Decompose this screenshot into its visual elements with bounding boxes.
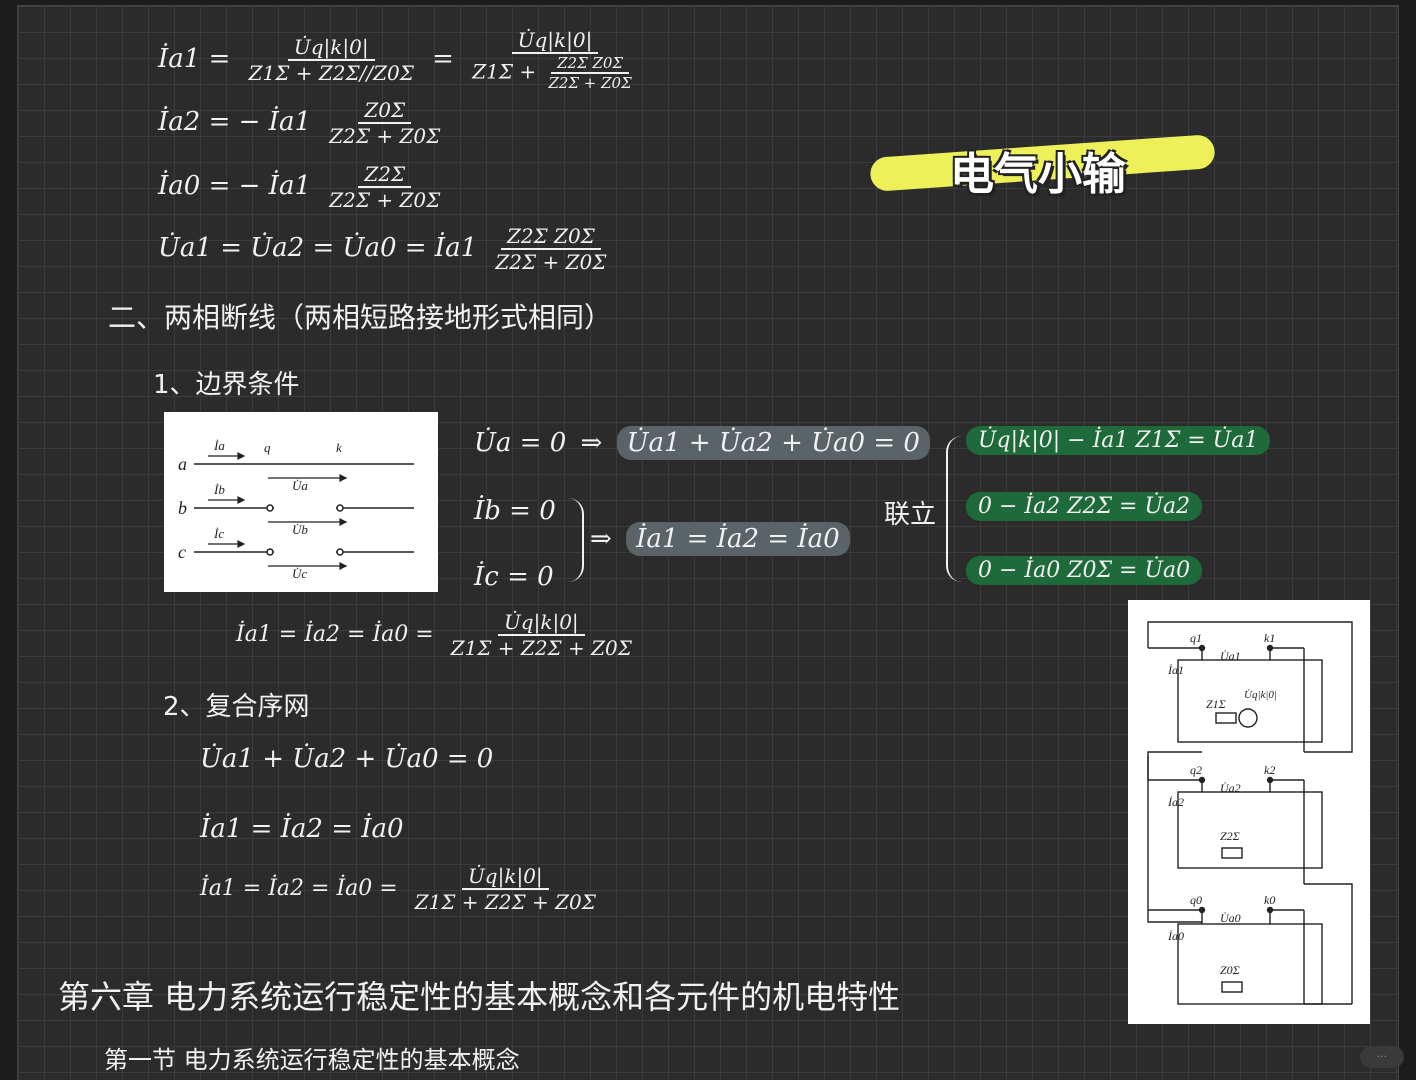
cond-ic: İc = 0 (474, 562, 554, 592)
section-heading: 二、两相断线（两相短路接地形式相同） (108, 301, 613, 334)
block1-z: Z1Σ (1206, 697, 1226, 711)
block1-u: U̇a1 (1220, 649, 1241, 663)
block2-i: İa2 (1167, 795, 1184, 809)
block3-u: U̇a0 (1220, 911, 1241, 925)
block3-k: k0 (1264, 893, 1275, 907)
fault-circuit-figure: a b c İa İb İc U̇a U̇b U̇c q k (164, 412, 438, 592)
block2-z: Z2Σ (1220, 829, 1240, 843)
composite-network-figure: q1 k1 U̇a1 İa1 Z1Σ U̇q|k|0| q2 k2 U̇a2 İ… (1128, 600, 1370, 1024)
net-eq-1: U̇a1 + U̇a2 + U̇a0 = 0 (200, 744, 494, 774)
block1-i: İa1 (1167, 663, 1184, 677)
current-c-label: İc (213, 526, 224, 541)
eq-ia1: İa1 = U̇q|k|0|Z1Σ + Z2Σ//Z0Σ = U̇q|k|0| … (158, 28, 632, 92)
block2-k: k2 (1264, 763, 1275, 777)
right-brace (568, 498, 584, 582)
block2-q: q2 (1190, 763, 1202, 777)
block2-u: U̇a2 (1220, 781, 1241, 795)
block1-src: U̇q|k|0| (1244, 689, 1277, 701)
current-a-label: İa (213, 438, 225, 453)
voltage-a-label: U̇a (292, 478, 308, 493)
net-eq-2: İa1 = İa2 = İa0 (200, 814, 404, 844)
chapter-title: 第六章 电力系统运行稳定性的基本概念和各元件的机电特性 (58, 978, 901, 1016)
result-eq: İa1 = İa2 = İa0 = U̇q|k|0|Z1Σ + Z2Σ + Z0… (236, 610, 632, 660)
voltage-c-label: U̇c (292, 566, 307, 581)
block1-q: q1 (1190, 631, 1202, 645)
phase-a-label: a (178, 454, 187, 474)
union-eq-2: 0 − İa2 Z2Σ = U̇a2 (966, 492, 1203, 521)
phase-c-label: c (178, 542, 186, 562)
cond-ua-result: U̇a1 + U̇a2 + U̇a0 = 0 (616, 426, 930, 460)
subheading-boundary: 1、边界条件 (153, 370, 300, 400)
voltage-b-label: U̇b (292, 522, 308, 537)
cond-ib: İb = 0 (474, 496, 556, 526)
corner-badge: ··· (1360, 1046, 1404, 1068)
section-title: 第一节 电力系统运行稳定性的基本概念 (104, 1046, 520, 1074)
net-eq-3: İa1 = İa2 = İa0 = U̇q|k|0|Z1Σ + Z2Σ + Z0… (200, 864, 596, 914)
union-eq-3: 0 − İa0 Z0Σ = U̇a0 (966, 556, 1203, 585)
notes-board: İa1 = U̇q|k|0|Z1Σ + Z2Σ//Z0Σ = U̇q|k|0| … (18, 6, 1398, 1080)
phase-b-label: b (178, 498, 187, 518)
cond-ua: U̇a = 0 ⇒ U̇a1 + U̇a2 + U̇a0 = 0 (474, 426, 930, 460)
cond-i-result: İa1 = İa2 = İa0 (626, 522, 850, 556)
subheading-network: 2、复合序网 (163, 692, 310, 722)
node-q-label: q (264, 440, 271, 455)
union-brace (946, 436, 962, 582)
block3-z: Z0Σ (1220, 963, 1240, 977)
cond-i-result-row: ⇒ İa1 = İa2 = İa0 (590, 522, 850, 556)
watermark-text: 电气小输 (950, 149, 1126, 200)
union-label: 联立 (884, 500, 937, 530)
block3-q: q0 (1190, 893, 1202, 907)
block3-i: İa0 (1167, 929, 1184, 943)
block1-k: k1 (1264, 631, 1275, 645)
union-eq-1: U̇q|k|0| − İa1 Z1Σ = U̇a1 (966, 426, 1271, 455)
current-b-label: İb (213, 482, 225, 497)
watermark-logo: 电气小输 (869, 128, 1220, 200)
node-k-label: k (336, 440, 342, 455)
